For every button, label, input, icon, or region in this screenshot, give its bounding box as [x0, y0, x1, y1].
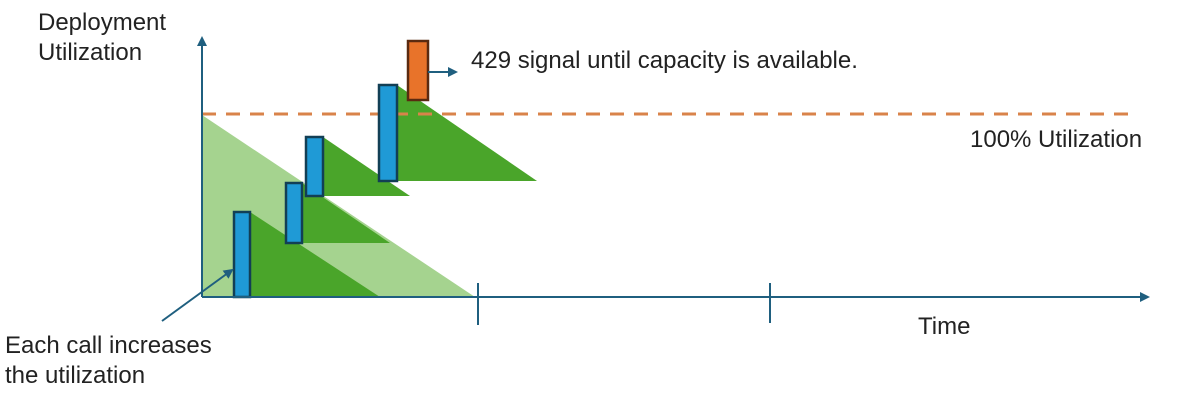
call-2-decay-triangle: [302, 183, 390, 243]
y-axis-label-line: Deployment: [38, 9, 167, 36]
call-1-decay-triangle: [250, 212, 380, 297]
rejected-call-bar: [406, 39, 430, 102]
call-bar-4: [377, 83, 399, 183]
y-axis-label-line: Utilization: [38, 39, 143, 66]
threshold-label: 100% Utilization: [970, 126, 1143, 153]
callout-label-line: the utilization: [5, 362, 146, 389]
y-axis-label: Deployment Utilization: [38, 8, 166, 68]
call-4-decay-triangle: [397, 85, 537, 181]
call-bar-1: [232, 210, 252, 299]
callout-label: Each call increases the utilization: [5, 331, 212, 391]
x-axis-label: Time: [918, 313, 971, 340]
callout-arrow: [161, 268, 234, 322]
call-bar-2: [284, 181, 304, 245]
call-bar-3: [304, 135, 325, 198]
signal-label: 429 signal until capacity is available.: [471, 47, 858, 74]
callout-label-line: Each call increases: [5, 332, 212, 359]
